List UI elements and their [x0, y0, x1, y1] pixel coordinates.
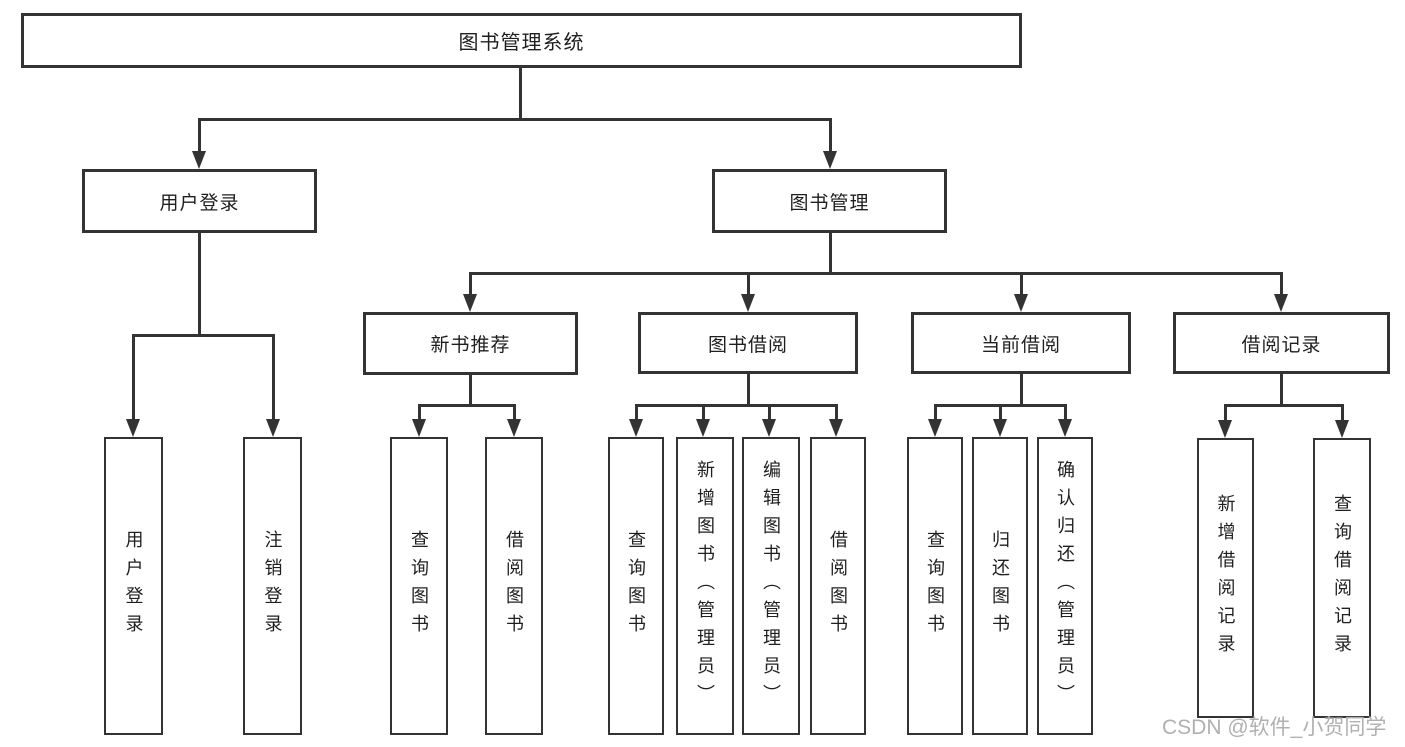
leaf-label: 确认归还（管理员） [1055, 460, 1075, 712]
arrowhead-down-icon [192, 151, 206, 169]
leaf-label: 查询图书 [409, 530, 429, 642]
connector-book-mgmt-stem [829, 233, 832, 274]
connector-level3-bar [469, 272, 1283, 275]
node-borrow-records-label: 借阅记录 [1241, 334, 1322, 356]
connector-drop [1224, 404, 1227, 421]
node-book-borrow: 图书借阅 [638, 312, 858, 374]
arrowhead-down-icon [928, 419, 942, 437]
node-current-borrow-label: 当前借阅 [980, 334, 1061, 356]
node-book-borrow-label: 图书借阅 [707, 334, 788, 356]
arrowhead-down-icon [1218, 420, 1232, 438]
connector-bar [1224, 404, 1344, 407]
arrowhead-down-icon [993, 419, 1007, 437]
arrowhead-down-icon [1058, 419, 1072, 437]
leaf-confirm-return-admin: 确认归还（管理员） [1037, 437, 1093, 735]
connector-bar [418, 404, 516, 407]
leaf-edit-books-admin: 编辑图书（管理员） [742, 437, 800, 735]
connector-drop [747, 272, 750, 296]
connector-drop [1064, 404, 1067, 420]
arrowhead-down-icon [629, 419, 643, 437]
leaf-borrow-books-recommend: 借阅图书 [485, 437, 543, 735]
leaf-label: 借阅图书 [504, 530, 524, 642]
node-root-label: 图书管理系统 [458, 32, 585, 54]
arrowhead-down-icon [266, 419, 280, 437]
arrowhead-down-icon [1014, 294, 1028, 312]
leaf-borrow-books: 借阅图书 [810, 437, 866, 735]
arrowhead-down-icon [1274, 294, 1288, 312]
arrowhead-down-icon [463, 294, 477, 312]
connector-drop [513, 404, 516, 420]
arrowhead-down-icon [762, 419, 776, 437]
leaf-label: 编辑图书（管理员） [761, 460, 781, 712]
connector-drop [132, 334, 135, 419]
connector-drop [934, 404, 937, 420]
leaf-logout: 注销登录 [243, 437, 302, 735]
leaf-label: 查询图书 [925, 530, 945, 642]
connector-drop [1280, 272, 1283, 296]
node-current-borrow: 当前借阅 [911, 312, 1131, 374]
connector-drop [702, 404, 705, 420]
connector-drop [198, 118, 201, 152]
node-new-book-recommend: 新书推荐 [363, 312, 578, 375]
connector-drop [418, 404, 421, 420]
arrowhead-down-icon [1335, 420, 1349, 438]
leaf-add-borrow-record: 新增借阅记录 [1197, 438, 1254, 718]
leaf-label: 用户登录 [123, 530, 144, 642]
leaf-label: 借阅图书 [828, 530, 848, 642]
leaf-add-books-admin: 新增图书（管理员） [676, 437, 734, 735]
connector-level2-bar [198, 118, 832, 121]
connector-bar [635, 404, 838, 407]
arrowhead-down-icon [823, 151, 837, 169]
connector-drop [635, 404, 638, 420]
connector-user-login-stem [198, 233, 201, 336]
leaf-query-books-current: 查询图书 [907, 437, 963, 735]
node-book-management-label: 图书管理 [789, 192, 870, 214]
connector-drop [272, 334, 275, 419]
connector-stem [1280, 374, 1283, 406]
watermark: CSDN @软件_小贺同学 [1162, 716, 1387, 739]
connector-drop [829, 118, 832, 152]
connector-drop [835, 404, 838, 420]
node-user-login-label: 用户登录 [159, 192, 240, 214]
node-borrow-records: 借阅记录 [1173, 312, 1390, 374]
leaf-label: 新增图书（管理员） [695, 460, 715, 712]
connector-stem [469, 375, 472, 406]
connector-stem [747, 374, 750, 406]
node-user-login: 用户登录 [82, 169, 317, 233]
connector-user-login-bar [132, 334, 275, 337]
node-root: 图书管理系统 [21, 13, 1022, 68]
connector-drop [1341, 404, 1344, 421]
leaf-label: 新增借阅记录 [1215, 494, 1236, 662]
arrowhead-down-icon [741, 294, 755, 312]
leaf-label: 查询借阅记录 [1332, 494, 1352, 662]
arrowhead-down-icon [696, 419, 710, 437]
leaf-query-books-recommend: 查询图书 [390, 437, 448, 735]
arrowhead-down-icon [412, 419, 426, 437]
leaf-label: 注销登录 [262, 530, 283, 642]
leaf-query-borrow-record: 查询借阅记录 [1313, 438, 1371, 718]
node-new-book-recommend-label: 新书推荐 [430, 335, 511, 356]
connector-stem [1020, 374, 1023, 406]
arrowhead-down-icon [126, 419, 140, 437]
connector-root-stem [519, 68, 522, 120]
leaf-user-login: 用户登录 [104, 437, 163, 735]
connector-drop [768, 404, 771, 420]
leaf-label: 归还图书 [990, 530, 1010, 642]
leaf-query-books-borrow: 查询图书 [608, 437, 664, 735]
arrowhead-down-icon [507, 419, 521, 437]
leaf-return-books: 归还图书 [972, 437, 1028, 735]
connector-drop [1020, 272, 1023, 296]
arrowhead-down-icon [829, 419, 843, 437]
leaf-label: 查询图书 [626, 530, 646, 642]
connector-drop [999, 404, 1002, 420]
connector-drop [469, 272, 472, 296]
node-book-management: 图书管理 [712, 169, 947, 233]
